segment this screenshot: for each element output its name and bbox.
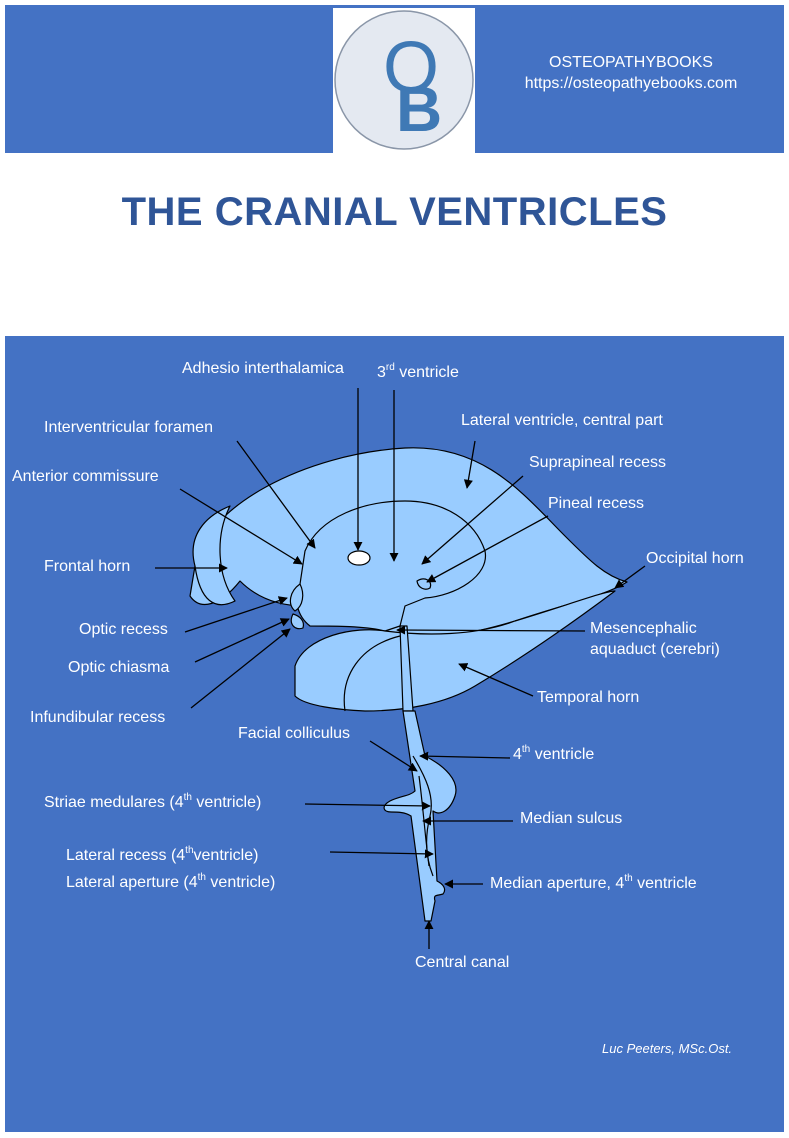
leader-optic-chiasma <box>194 618 290 663</box>
infundibular-recess-shape <box>290 613 305 630</box>
label-lateral-recess: Lateral recess (4thventricle) <box>66 845 259 864</box>
label-mesencephalic-aquaduct-2: aquaduct (cerebri) <box>590 641 720 658</box>
leader-optic-recess <box>184 596 288 633</box>
label-lateral-aperture: Lateral aperture (4th ventricle) <box>66 872 276 891</box>
frontal-horn-shape <box>192 505 236 606</box>
label-suprapineal-recess: Suprapineal recess <box>529 454 666 471</box>
logo-letter-b: B <box>396 73 442 145</box>
label-central-canal: Central canal <box>415 954 510 971</box>
leader-lateral-recess <box>329 849 434 859</box>
temporal-horn-shape <box>294 590 616 712</box>
label-frontal-horn: Frontal horn <box>44 558 131 575</box>
leader-pineal <box>426 515 549 583</box>
leader-fourth-ventricle <box>419 751 511 761</box>
label-third-ventricle: 3rd ventricle <box>377 362 459 381</box>
ventricles-diagram <box>155 388 646 949</box>
brand-url[interactable]: https://osteopathyebooks.com <box>524 75 738 92</box>
diagram-panel: Adhesio interthalamica 3rd ventricle Lat… <box>5 336 784 1132</box>
logo: O B <box>333 8 475 153</box>
label-fourth-ventricle: 4th ventricle <box>513 744 595 763</box>
logo-letter-o: O <box>383 28 439 108</box>
temporal-horn-inner <box>343 635 401 712</box>
adhesio-interthalamica-shape <box>347 550 371 566</box>
label-median-sulcus: Median sulcus <box>520 810 623 827</box>
label-median-aperture: Median aperture, 4th ventricle <box>490 873 697 892</box>
label-lateral-ventricle-central: Lateral ventricle, central part <box>461 412 663 429</box>
leader-lateral-central <box>463 440 476 489</box>
leader-occipital <box>614 565 646 589</box>
leader-facial-colliculus <box>369 740 418 772</box>
leader-interventricular <box>236 440 316 549</box>
optic-recess-shape <box>289 583 304 612</box>
page-title: THE CRANIAL VENTRICLES <box>121 190 668 234</box>
label-pineal-recess: Pineal recess <box>548 495 645 512</box>
label-facial-colliculus: Facial colliculus <box>238 725 351 742</box>
leader-infundibular <box>190 628 291 709</box>
brand-name: OSTEOPATHYBOOKS <box>549 54 713 71</box>
label-optic-recess: Optic recess <box>79 621 168 638</box>
leader-anterior-commissure <box>179 488 303 565</box>
label-optic-chiasma: Optic chiasma <box>68 659 170 676</box>
leader-suprapineal <box>421 475 524 565</box>
third-ventricle-shape <box>296 500 486 632</box>
label-striae-medulares: Striae medulares (4th ventricle) <box>44 792 262 811</box>
leader-striae <box>304 801 431 811</box>
leader-mesencephalic <box>396 625 586 635</box>
label-infundibular-recess: Infundibular recess <box>30 709 166 726</box>
label-mesencephalic-aquaduct-1: Mesencephalic <box>590 620 697 637</box>
label-anterior-commissure: Anterior commissure <box>12 468 159 485</box>
label-temporal-horn: Temporal horn <box>537 689 640 706</box>
author-credit: Luc Peeters, MSc.Ost. <box>602 1041 733 1056</box>
logo-icon: O B <box>334 10 474 150</box>
brand-block: OSTEOPATHYBOOKS https://osteopathyebooks… <box>496 52 766 94</box>
fourth-ventricle-shape <box>383 710 457 922</box>
leader-temporal <box>458 663 534 697</box>
label-adhesio-interthalamica: Adhesio interthalamica <box>182 360 344 377</box>
label-occipital-horn: Occipital horn <box>646 550 744 567</box>
label-interventricular-foramen: Interventricular foramen <box>44 419 213 436</box>
